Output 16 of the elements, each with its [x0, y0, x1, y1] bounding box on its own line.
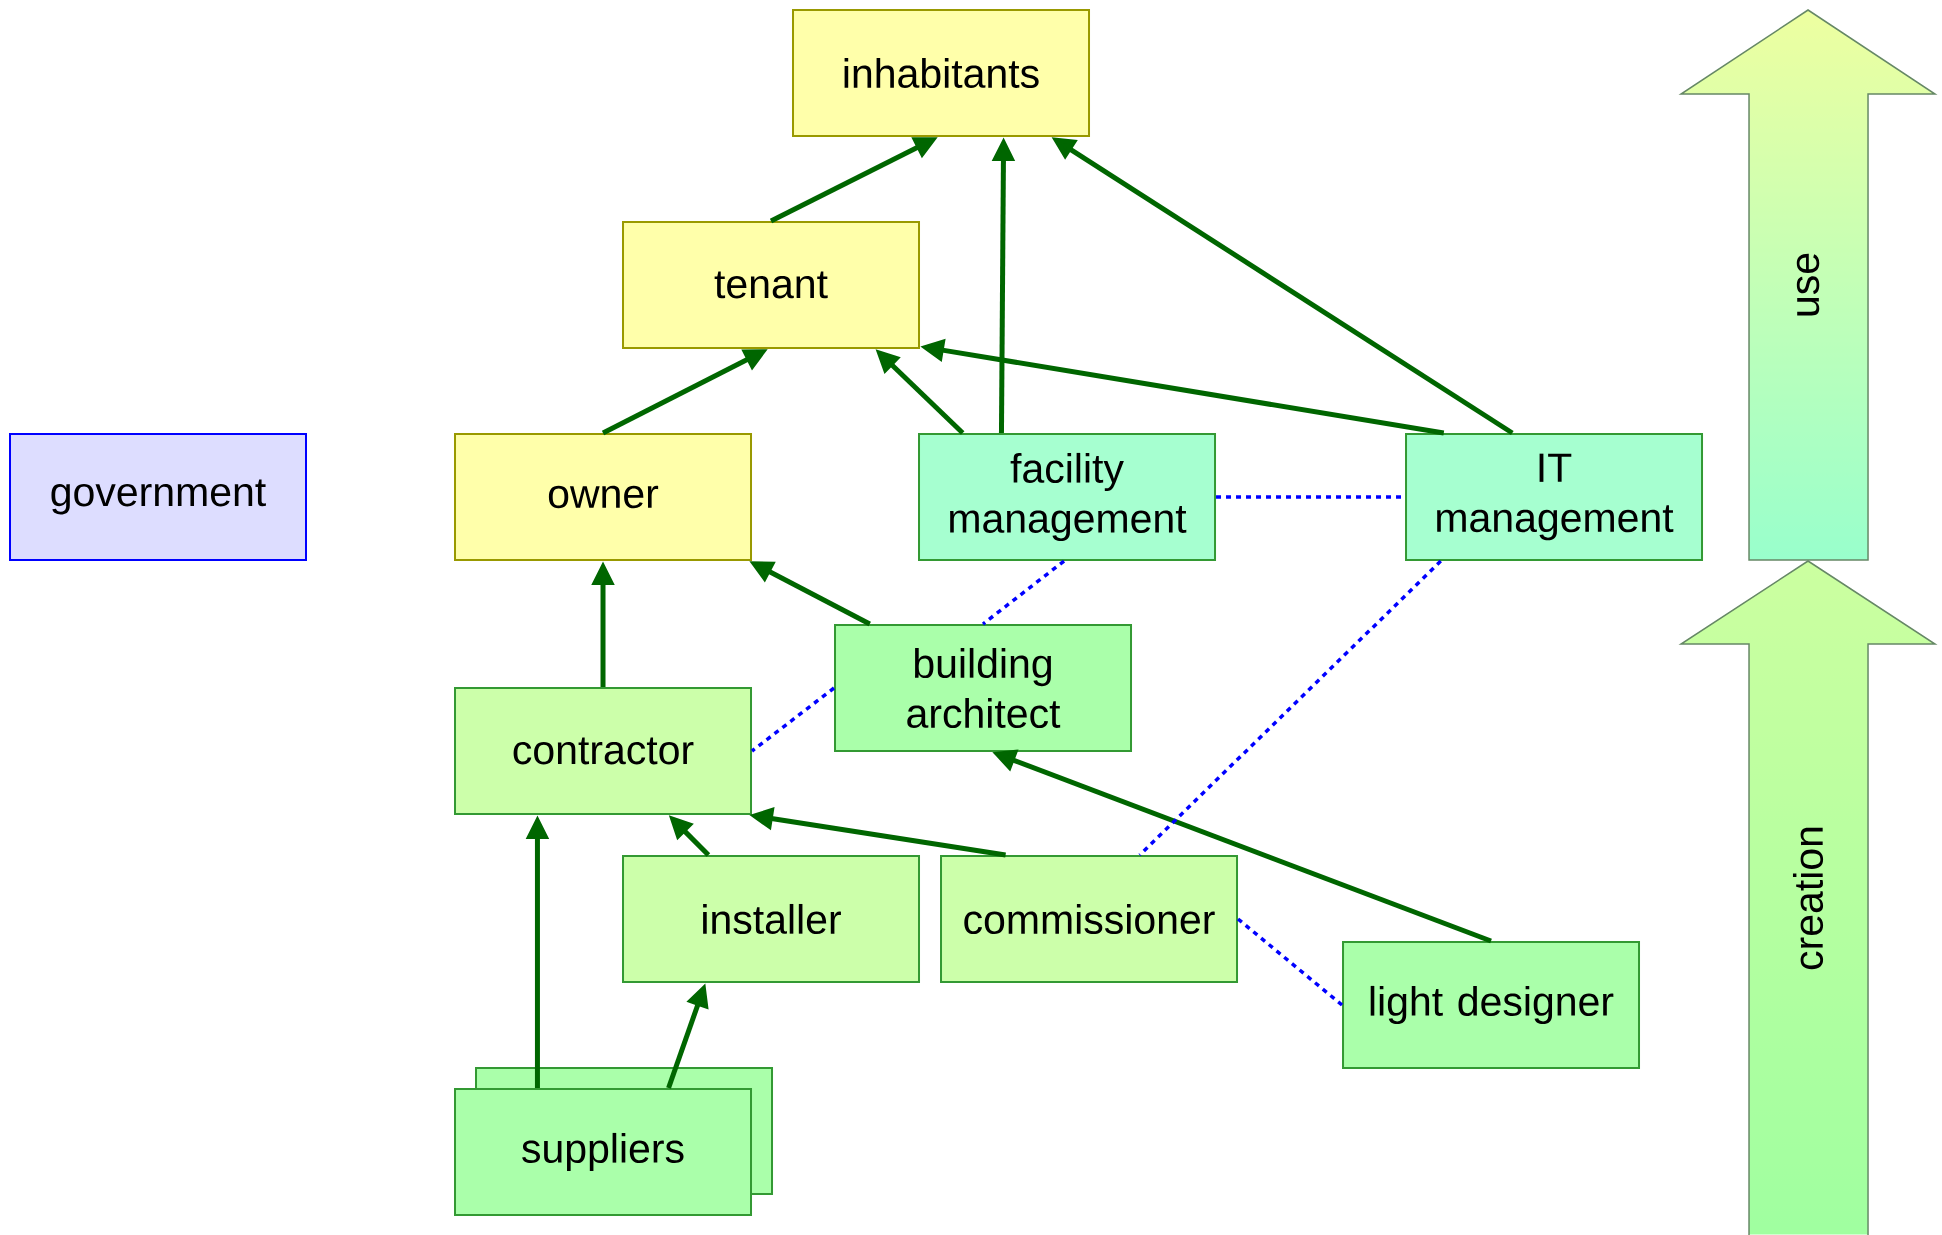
- role-box: contractor: [454, 687, 752, 815]
- role-box: government: [9, 433, 307, 561]
- connector-line: [981, 559, 1066, 626]
- role-box: owner: [454, 433, 752, 561]
- role-box: inhabitants: [792, 9, 1090, 137]
- role-box: installer: [622, 855, 920, 983]
- connector-line: [1236, 917, 1344, 1007]
- role-box: facility management: [918, 433, 1216, 561]
- role-box: building architect: [834, 624, 1132, 752]
- role-box: tenant: [622, 221, 920, 349]
- role-box: light designer: [1342, 941, 1640, 1069]
- connector-line: [1138, 559, 1442, 857]
- role-box: IT management: [1405, 433, 1703, 561]
- connector-line: [750, 686, 836, 753]
- stacked-box: suppliers: [454, 1067, 773, 1216]
- role-box: commissioner: [940, 855, 1238, 983]
